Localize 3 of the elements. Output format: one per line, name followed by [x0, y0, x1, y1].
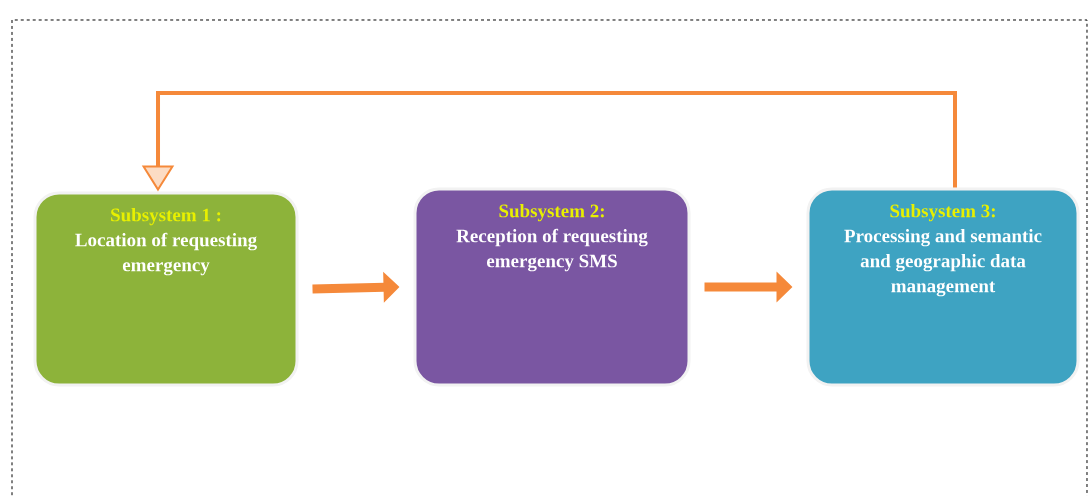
process-box: Subsystem 2: Reception of requesting emergency SMS: [413, 187, 691, 387]
process-box: Subsystem 1 : Location of requesting emergency: [33, 191, 299, 387]
process-box: Subsystem 3: Processing and semantic and geographic data management: [806, 187, 1080, 387]
